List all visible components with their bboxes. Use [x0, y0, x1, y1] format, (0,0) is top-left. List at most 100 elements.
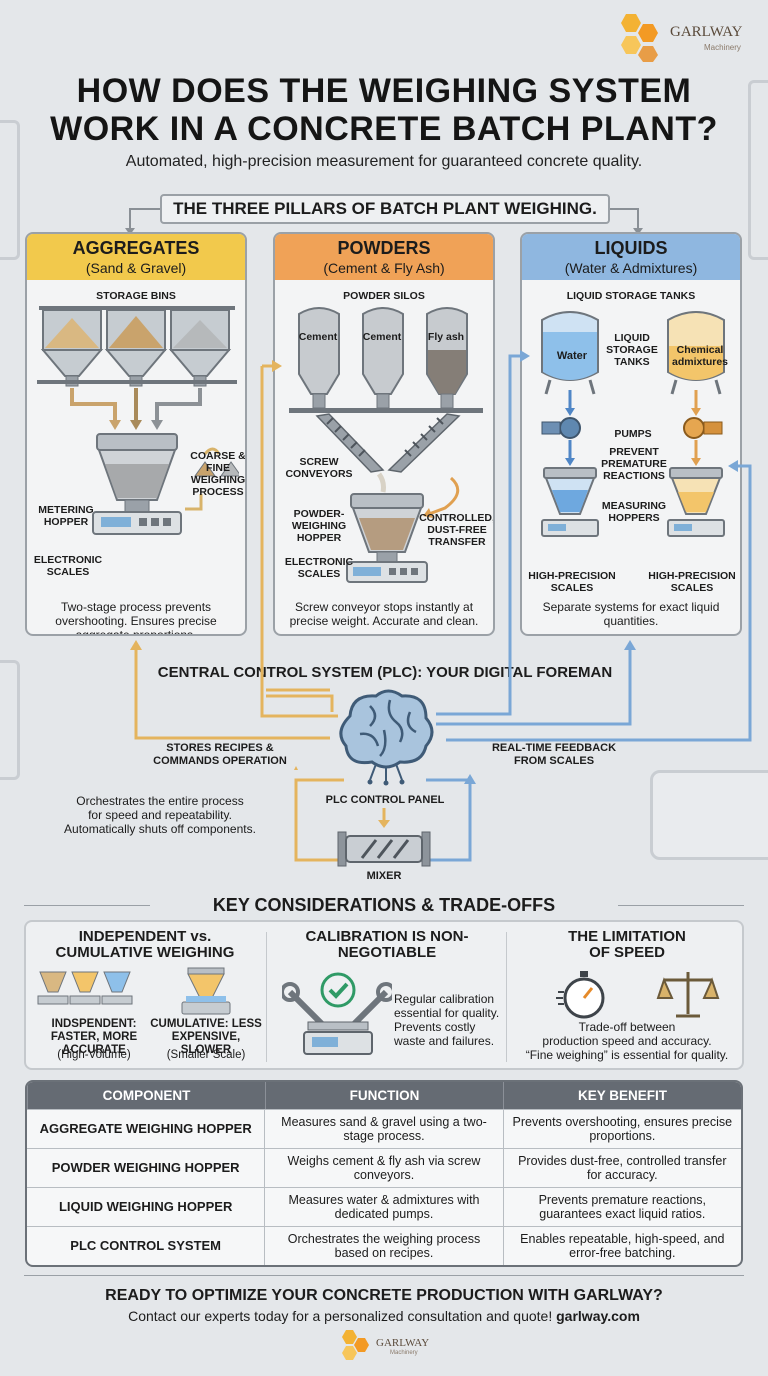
mixer-label: MIXER — [366, 870, 402, 882]
table-cell-component: AGGREGATE WEIGHING HOPPER — [39, 1121, 252, 1136]
cumulative-label: CUMULATIVE: LESS EXPENSIVE, SLOWER — [150, 1018, 262, 1056]
stone-bin-icon — [168, 309, 232, 387]
speed-text-line-1: Trade-off between — [578, 1020, 676, 1034]
calibration-title: CALIBRATION IS NON-NEGOTIABLE — [305, 928, 469, 961]
powder-scales-label: ELECTRONIC SCALES — [284, 556, 354, 580]
table-cell-function: Measures water & admixtures with dedicat… — [264, 1188, 502, 1226]
liquid-tanks-illustration — [541, 311, 725, 537]
table-cell-function: Orchestrates the weighing process based … — [264, 1227, 502, 1265]
website-link[interactable]: garlway.com — [556, 1308, 640, 1324]
powders-title: POWDERS — [337, 238, 431, 258]
silo-2-label: Cement — [362, 331, 402, 343]
plc-heading: CENTRAL CONTROL SYSTEM (PLC): YOUR DIGIT… — [157, 664, 613, 681]
fly-ash-silo-icon — [426, 307, 468, 409]
table-header-cell: COMPONENT — [27, 1082, 265, 1109]
speed-text-line-2: production speed and accuracy. — [542, 1034, 712, 1048]
footer-brand-tagline: Machinery — [390, 1350, 418, 1356]
pillar-connectors — [125, 208, 643, 235]
electronic-scale-icon — [92, 511, 182, 535]
title-line-2: WORK IN A CONCRETE BATCH PLANT? — [50, 110, 718, 148]
control-desc-line-1: Orchestrates the entire process — [76, 794, 244, 808]
calibration-text: Regular calibration essential for qualit… — [394, 992, 500, 1048]
key-considerations-heading: KEY CONSIDERATIONS & TRADE-OFFS — [150, 895, 618, 916]
powders-header: POWDERS (Cement & Fly Ash) — [275, 234, 493, 280]
table-cell-component: PLC CONTROL SYSTEM — [70, 1238, 222, 1253]
key-considerations-panel: INDEPENDENT vs. CUMULATIVE WEIGHING INDS… — [24, 920, 744, 1070]
page-title: HOW DOES THE WEIGHING SYSTEM WORK IN A C… — [20, 72, 748, 148]
dust-free-transfer-label: CONTROLLED, DUST-FREE TRANSFER — [419, 512, 495, 548]
bg-frame-left-top — [0, 120, 20, 260]
powder-hopper-label: POWDER-WEIGHING HOPPER — [291, 508, 347, 544]
liquids-title: LIQUIDS — [594, 238, 668, 258]
admixture-measuring-hopper-icon — [667, 467, 725, 537]
cement-silo-2-icon — [362, 307, 404, 409]
aggregates-column: AGGREGATES (Sand & Gravel) STORAGE BINS — [25, 232, 247, 636]
speed-section: THE LIMITATION OF SPEED Trade-off betwee… — [508, 926, 746, 1066]
speed-text: Trade-off between production speed and a… — [510, 1020, 744, 1062]
electronic-scales-label: ELECTRONIC SCALES — [33, 554, 103, 578]
feedback-label: REAL-TIME FEEDBACK FROM SCALES — [491, 742, 617, 767]
aggregates-subtitle: (Sand & Gravel) — [85, 260, 187, 276]
table-cell-component: POWDER WEIGHING HOPPER — [51, 1160, 240, 1175]
control-desc-line-2: for speed and repeatability. — [88, 808, 232, 822]
control-flow-arrows — [130, 350, 752, 862]
liquid-tanks-label: LIQUID STORAGE TANKS — [566, 290, 696, 302]
admixture-pump-icon — [683, 417, 723, 439]
table-cell-benefit: Prevents overshooting, ensures precise p… — [502, 1110, 741, 1148]
powder-silos-illustration — [289, 307, 483, 583]
screw-conveyor-icon — [315, 413, 461, 473]
admixture-tank-icon — [667, 311, 725, 395]
contact-text: Contact our experts today for a personal… — [128, 1308, 557, 1324]
table-row: AGGREGATE WEIGHING HOPPER Measures sand … — [27, 1109, 741, 1148]
table-row: LIQUID WEIGHING HOPPER Measures water & … — [27, 1187, 741, 1226]
kc-separator-2 — [506, 932, 507, 1062]
footer-brand-name: GARLWAY — [376, 1337, 430, 1349]
independent-hoppers-icon — [37, 971, 133, 1005]
powder-silos-label: POWDER SILOS — [343, 290, 425, 302]
liquids-column: LIQUIDS (Water & Admixtures) LIQUID STOR… — [520, 232, 742, 636]
table-header-cell: FUNCTION — [265, 1082, 503, 1109]
calibration-wrench-scale-icon — [282, 972, 392, 1055]
admixture-scales-label: HIGH-PRECISION SCALES — [648, 570, 736, 594]
independent-label: INDSPENDENT: FASTER, MORE ACCURATE — [50, 1018, 138, 1056]
table-header-row: COMPONENT FUNCTION KEY BENEFIT — [27, 1082, 741, 1109]
table-header-cell: KEY BENEFIT — [503, 1082, 741, 1109]
bg-frame-right-mid — [650, 770, 768, 860]
water-tank-icon — [541, 311, 599, 395]
aggregates-header: AGGREGATES (Sand & Gravel) — [27, 234, 245, 280]
footer-brand-logo: GARLWAY Machinery — [338, 1328, 438, 1364]
liquids-footer: Separate systems for exact liquid quanti… — [542, 600, 720, 628]
table-cell-benefit: Enables repeatable, high-speed, and erro… — [502, 1227, 741, 1265]
kc-separator-1 — [266, 932, 267, 1062]
brand-tagline: Machinery — [704, 43, 741, 52]
metering-hopper-icon — [96, 433, 178, 513]
hexagon-logo-icon — [342, 1330, 369, 1360]
stopwatch-icon — [556, 971, 605, 1019]
independent-cumulative-section: INDEPENDENT vs. CUMULATIVE WEIGHING INDS… — [26, 926, 264, 1066]
liquids-header: LIQUIDS (Water & Admixtures) — [522, 234, 740, 280]
control-desc-line-3: Automatically shuts off components. — [64, 822, 256, 836]
water-pump-icon — [541, 417, 581, 439]
table-row: PLC CONTROL SYSTEM Orchestrates the weig… — [27, 1226, 741, 1265]
pumps-label: PUMPS — [614, 428, 652, 440]
table-cell-function: Weighs cement & fly ash via screw convey… — [264, 1149, 502, 1187]
water-measuring-hopper-icon — [541, 467, 599, 537]
table-cell-function: Measures sand & gravel using a two-stage… — [264, 1110, 502, 1148]
powder-weighing-hopper-icon — [350, 493, 424, 563]
bg-frame-left-mid — [0, 660, 20, 780]
silo-3-label: Fly ash — [427, 331, 465, 343]
aggregate-bins-illustration — [37, 306, 239, 535]
hexagon-logo-icon — [621, 14, 658, 62]
powders-subtitle: (Cement & Fly Ash) — [323, 260, 445, 276]
table-cell-benefit: Provides dust-free, controlled transfer … — [502, 1149, 741, 1187]
brand-logo: GARLWAY Machinery — [612, 12, 762, 62]
coarse-fine-label: COARSE & FINE WEIGHING PROCESS — [190, 450, 246, 498]
plc-panel-label: PLC CONTROL PANEL — [325, 794, 445, 806]
powder-scale-icon — [346, 561, 428, 583]
component-table: COMPONENT FUNCTION KEY BENEFIT AGGREGATE… — [25, 1080, 743, 1267]
sand-bin-icon — [40, 309, 104, 387]
plc-brain-icon — [339, 689, 434, 786]
control-description: Orchestrates the entire process for spee… — [30, 794, 290, 836]
bg-frame-right-top — [748, 80, 768, 260]
liquids-subtitle: (Water & Admixtures) — [564, 260, 698, 276]
